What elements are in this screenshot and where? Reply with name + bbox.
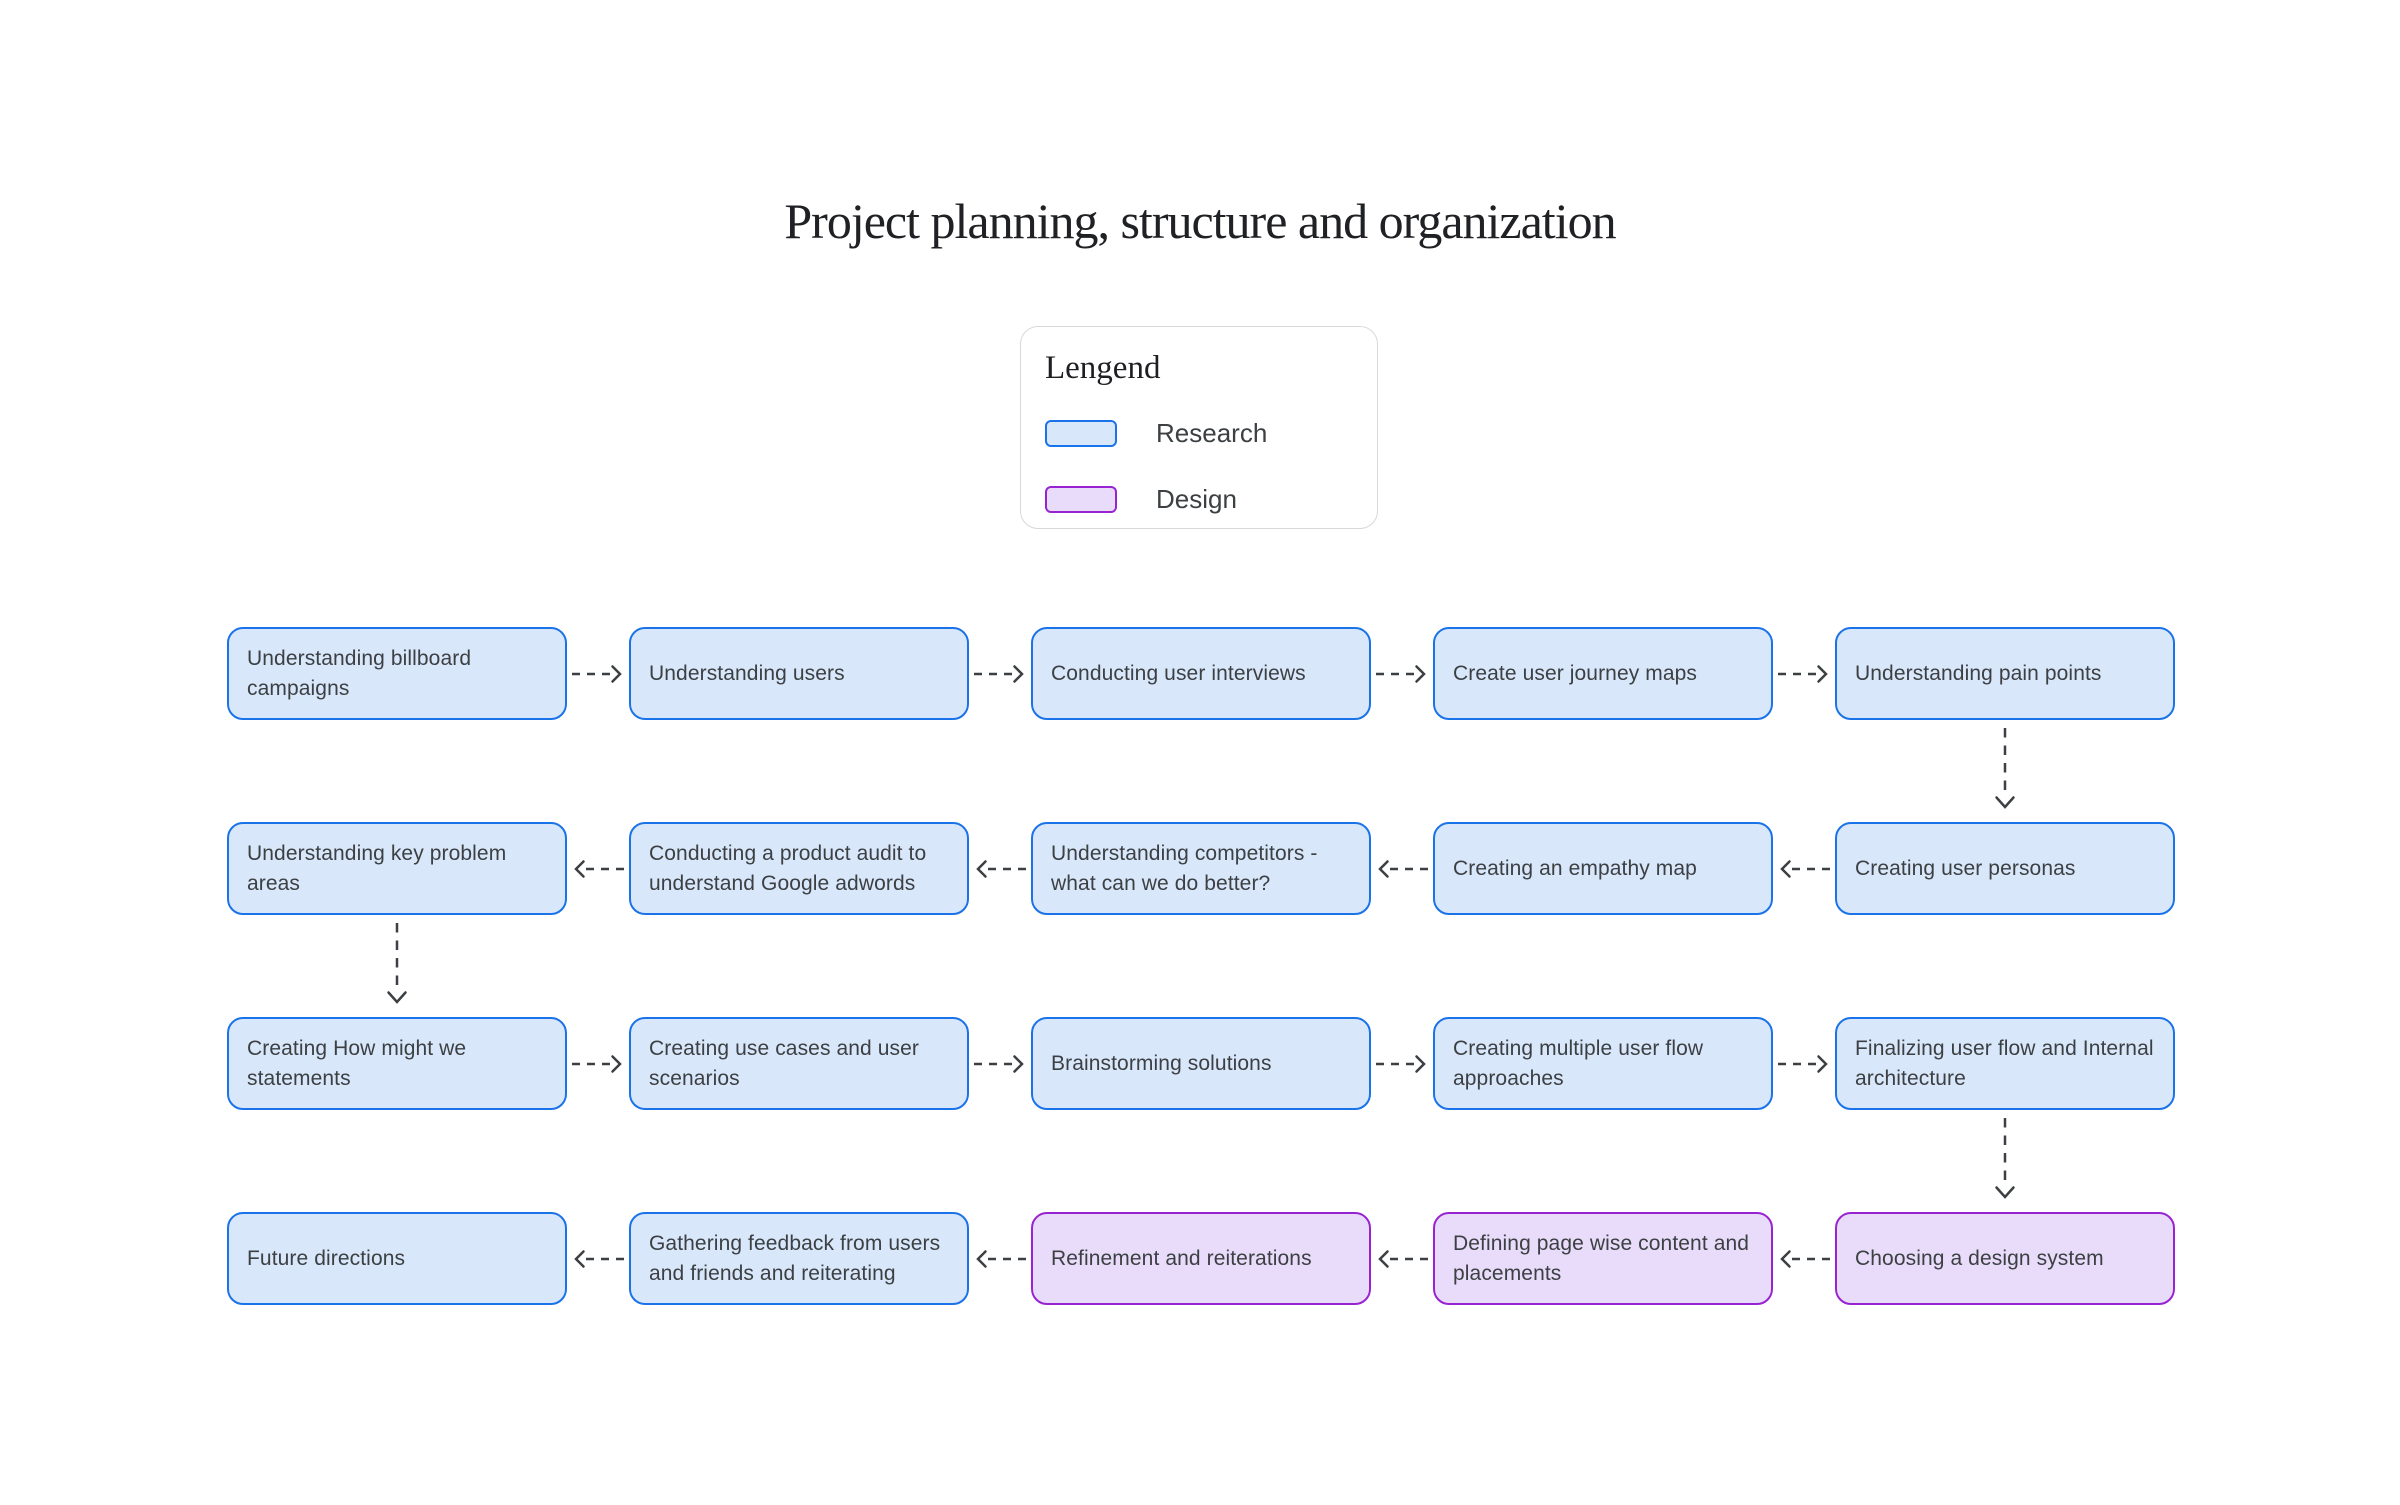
flow-node: Understanding key problem areas [227, 822, 567, 915]
arrow-right-icon [567, 627, 629, 720]
flow-node: Creating an empathy map [1433, 822, 1773, 915]
flow-node: Brainstorming solutions [1031, 1017, 1371, 1110]
flow-node: Creating use cases and user scenarios [629, 1017, 969, 1110]
flow-node: Understanding competitors - what can we … [1031, 822, 1371, 915]
flow-node-label: Creating an empathy map [1453, 856, 1697, 880]
flow-node-label: Creating user personas [1855, 856, 2076, 880]
flow-node-label: Choosing a design system [1855, 1246, 2104, 1270]
flow-row-3: Creating How might we statements Creatin… [227, 1017, 2175, 1110]
arrow-right-icon [969, 627, 1031, 720]
flow-node: Defining page wise content and placement… [1433, 1212, 1773, 1305]
flow-node-label: Brainstorming solutions [1051, 1051, 1272, 1075]
arrow-right-icon [1371, 1017, 1433, 1110]
flow-node: Creating user personas [1835, 822, 2175, 915]
flow-node-label: Understanding users [649, 661, 845, 685]
legend-item-research: Research [1045, 418, 1353, 449]
arrow-right-icon [1371, 627, 1433, 720]
flow-node: Choosing a design system [1835, 1212, 2175, 1305]
legend-title: Lengend [1045, 350, 1161, 386]
legend-item-label: Research [1156, 418, 1268, 448]
flow-node: Refinement and reiterations [1031, 1212, 1371, 1305]
flow-node: Conducting user interviews [1031, 627, 1371, 720]
arrow-left-icon [969, 1212, 1031, 1305]
arrow-left-icon [567, 822, 629, 915]
arrow-left-icon [1773, 1212, 1835, 1305]
legend-item-design: Design [1045, 484, 1353, 515]
flow-node-label: Understanding billboard campaigns [247, 646, 472, 700]
flow-node-label: Creating multiple user flow approaches [1453, 1036, 1704, 1090]
research-swatch-icon [1045, 420, 1117, 447]
flow-node-label: Gathering feedback from users and friend… [649, 1231, 941, 1285]
flow-node-label: Finalizing user flow and Internal archit… [1855, 1036, 2154, 1090]
flow-node-label: Understanding pain points [1855, 661, 2102, 685]
arrow-left-icon [969, 822, 1031, 915]
legend-item-label: Design [1156, 484, 1237, 514]
flow-row-1: Understanding billboard campaigns Unders… [227, 627, 2175, 720]
flow-diagram: Understanding billboard campaigns Unders… [227, 627, 2175, 1407]
arrow-left-icon [1773, 822, 1835, 915]
flow-node: Gathering feedback from users and friend… [629, 1212, 969, 1305]
flow-node-label: Conducting user interviews [1051, 661, 1306, 685]
arrow-right-icon [1773, 1017, 1835, 1110]
flow-node-label: Future directions [247, 1246, 406, 1270]
flow-row-2: Understanding key problem areas Conducti… [227, 822, 2175, 915]
flow-node: Future directions [227, 1212, 567, 1305]
arrow-left-icon [567, 1212, 629, 1305]
flow-node-label: Creating use cases and user scenarios [649, 1036, 920, 1090]
flow-node: Understanding users [629, 627, 969, 720]
flow-node: Create user journey maps [1433, 627, 1773, 720]
flow-node: Understanding billboard campaigns [227, 627, 567, 720]
flow-node: Creating How might we statements [227, 1017, 567, 1110]
flow-node-label: Create user journey maps [1453, 661, 1698, 685]
arrow-right-icon [567, 1017, 629, 1110]
design-swatch-icon [1045, 486, 1117, 513]
flow-node-label: Understanding key problem areas [247, 841, 507, 895]
flow-node: Understanding pain points [1835, 627, 2175, 720]
arrow-down-icon [386, 921, 408, 1011]
arrow-right-icon [969, 1017, 1031, 1110]
flow-node: Conducting a product audit to understand… [629, 822, 969, 915]
arrow-down-icon [1994, 1116, 2016, 1206]
arrow-down-icon [1994, 726, 2016, 816]
arrow-left-icon [1371, 1212, 1433, 1305]
flow-node-label: Defining page wise content and placement… [1453, 1231, 1750, 1285]
legend-panel: Lengend Research Design [1020, 326, 1378, 529]
flow-node: Finalizing user flow and Internal archit… [1835, 1017, 2175, 1110]
flow-node-label: Creating How might we statements [247, 1036, 467, 1090]
flow-node: Creating multiple user flow approaches [1433, 1017, 1773, 1110]
flow-node-label: Refinement and reiterations [1051, 1246, 1312, 1270]
page-title: Project planning, structure and organiza… [784, 192, 1616, 249]
flow-row-4: Future directions Gathering feedback fro… [227, 1212, 2175, 1305]
arrow-left-icon [1371, 822, 1433, 915]
flow-node-label: Understanding competitors - what can we … [1051, 841, 1318, 895]
arrow-right-icon [1773, 627, 1835, 720]
flow-node-label: Conducting a product audit to understand… [649, 841, 927, 895]
